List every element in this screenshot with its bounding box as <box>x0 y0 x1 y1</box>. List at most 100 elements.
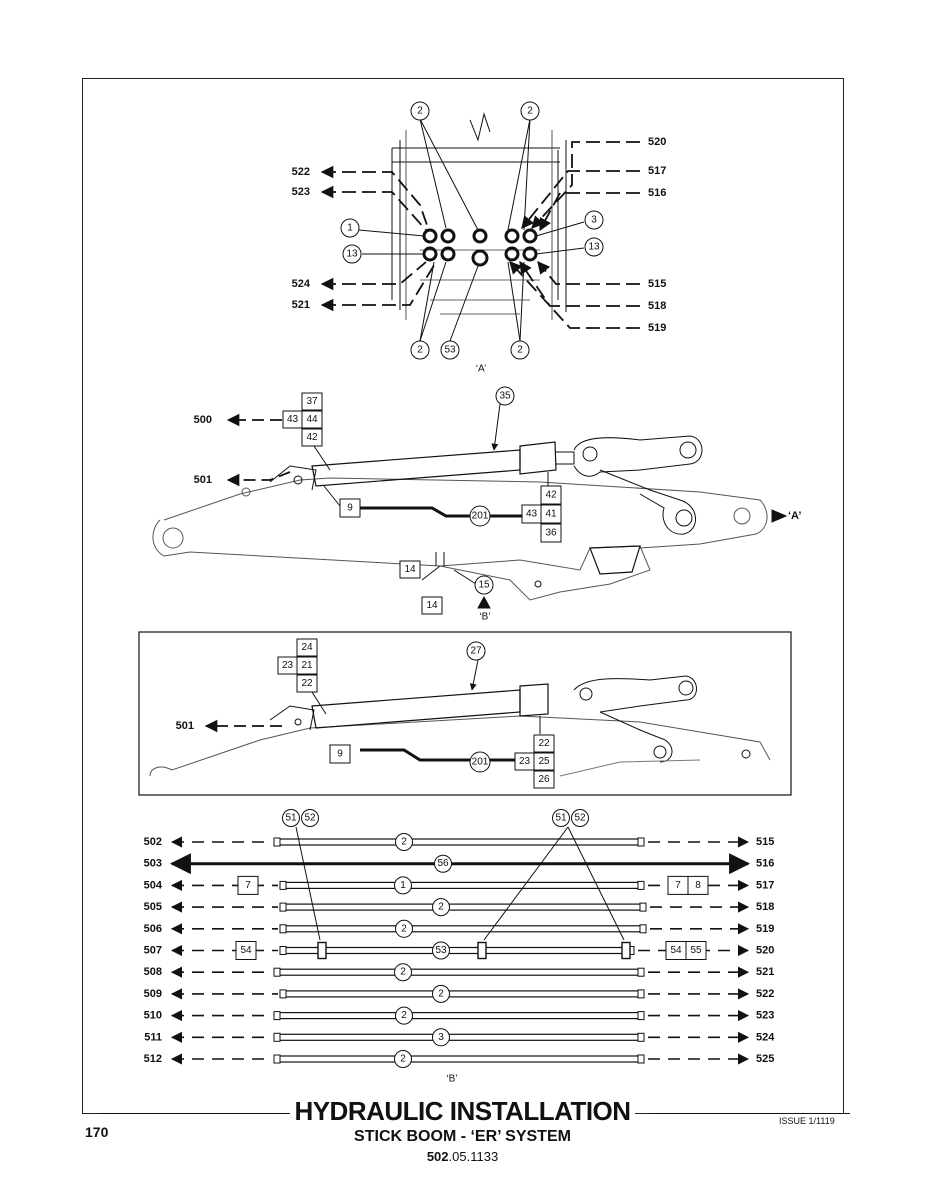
box-44-box <box>301 410 323 429</box>
callout-a-8: 2 <box>517 345 523 356</box>
hose-body <box>283 946 631 955</box>
callout-51-left-circle <box>282 809 300 827</box>
box-37: 37 <box>306 396 318 407</box>
port-label-509: 509 <box>144 988 162 1000</box>
port-label-519: 519 <box>756 923 774 935</box>
callout-a-7-circle <box>440 340 460 360</box>
box-42-right-box <box>540 485 562 505</box>
callout-51-left: 51 <box>285 813 297 824</box>
callout-a-5: 13 <box>588 242 600 253</box>
box-22-right-box <box>533 734 555 753</box>
box-42-top: 42 <box>306 432 318 443</box>
view-b-arrow-label: ‘B’ <box>479 612 490 623</box>
hose-fitting-left <box>273 1032 281 1042</box>
callout-15: 15 <box>478 580 490 591</box>
box-43-right: 43 <box>526 509 538 520</box>
box-25: 25 <box>538 756 550 767</box>
callout-row-505: 2 <box>438 902 444 913</box>
port-label-520: 520 <box>648 136 666 148</box>
hose-fitting-left <box>279 880 287 890</box>
box-right-b-507: 55 <box>690 945 702 956</box>
box-26-box <box>533 770 555 789</box>
callout-a-3: 13 <box>346 249 358 260</box>
hose-fitting-right <box>637 837 645 847</box>
port-label-523: 523 <box>756 1010 774 1022</box>
callout-cyl-35-circle <box>495 386 515 406</box>
callout-a-8-circle <box>510 340 530 360</box>
callout-a-6: 2 <box>417 345 423 356</box>
port-label-518: 518 <box>756 901 774 913</box>
boom-lower <box>149 659 771 777</box>
port-label-516: 516 <box>756 858 774 870</box>
box-right-a-504: 7 <box>675 880 681 891</box>
port-label-518: 518 <box>648 300 666 312</box>
box-left-504: 7 <box>245 880 251 891</box>
hose-row-502: 502 515 2 <box>144 833 774 851</box>
view-a-arrow-label: ‘A’ <box>788 510 801 522</box>
box-right-b-504-box <box>687 875 709 895</box>
port-label-515: 515 <box>756 836 774 848</box>
callout-cyl-35: 35 <box>499 391 511 402</box>
port-label-508: 508 <box>144 966 162 978</box>
callout-row-503-circle <box>434 854 452 873</box>
box-9-lower-box <box>329 744 351 764</box>
hose-body <box>283 903 643 911</box>
box-43-top: 43 <box>287 414 299 425</box>
box-9-upper-box <box>339 498 361 518</box>
box-22-top: 22 <box>301 678 313 689</box>
box-36: 36 <box>545 528 557 539</box>
port-label-510: 510 <box>144 1010 162 1022</box>
port-label-502: 502 <box>144 836 162 848</box>
callout-row-502: 2 <box>401 837 407 848</box>
hose-body <box>277 838 641 846</box>
clamp-mid <box>477 941 487 960</box>
callout-row-510: 2 <box>401 1010 407 1021</box>
callout-52-left: 52 <box>304 813 316 824</box>
callout-row-505-circle <box>432 898 450 917</box>
hose-body <box>277 968 641 976</box>
callout-cyl-27-circle <box>466 641 486 661</box>
callout-52-right: 52 <box>574 813 586 824</box>
callout-201-lower: 201 <box>472 757 489 768</box>
port-label-507: 507 <box>144 945 162 957</box>
callout-a-3-circle <box>342 244 362 264</box>
hose-body <box>277 1033 641 1041</box>
box-left-507: 54 <box>240 945 252 956</box>
hose-fitting-right <box>639 924 647 934</box>
callout-a-7: 53 <box>444 345 456 356</box>
hose-body <box>283 990 641 998</box>
callout-51-right-circle <box>552 809 570 827</box>
port-label-501: 501 <box>194 474 212 486</box>
box-24-box <box>296 638 318 657</box>
port-label-511: 511 <box>144 1031 162 1043</box>
title-rule-left <box>100 1113 290 1114</box>
box-right-b-507-box <box>685 941 707 960</box>
page-title: HYDRAULIC INSTALLATION <box>0 1096 925 1127</box>
callout-row-508-circle <box>394 963 412 982</box>
callout-52-right-circle <box>571 809 589 827</box>
box-23-top: 23 <box>282 660 294 671</box>
box-42-right: 42 <box>545 490 557 501</box>
hose-fitting-left <box>273 837 281 847</box>
box-14-b: 14 <box>426 600 438 611</box>
callout-a-1: 2 <box>527 106 533 117</box>
callout-row-510-circle <box>395 1006 413 1025</box>
port-label-503: 503 <box>144 858 162 870</box>
hose-row-505: 505 518 2 <box>144 898 774 917</box>
port-label-505: 505 <box>144 901 162 913</box>
callout-row-502-circle <box>395 833 413 851</box>
callout-row-512-circle <box>394 1050 412 1068</box>
port-label-506: 506 <box>144 923 162 935</box>
boom-upper <box>152 403 788 609</box>
callout-a-6-circle <box>410 340 430 360</box>
box-22-top-box <box>296 674 318 693</box>
port-label-517: 517 <box>756 879 774 891</box>
clamp-right <box>621 941 631 960</box>
